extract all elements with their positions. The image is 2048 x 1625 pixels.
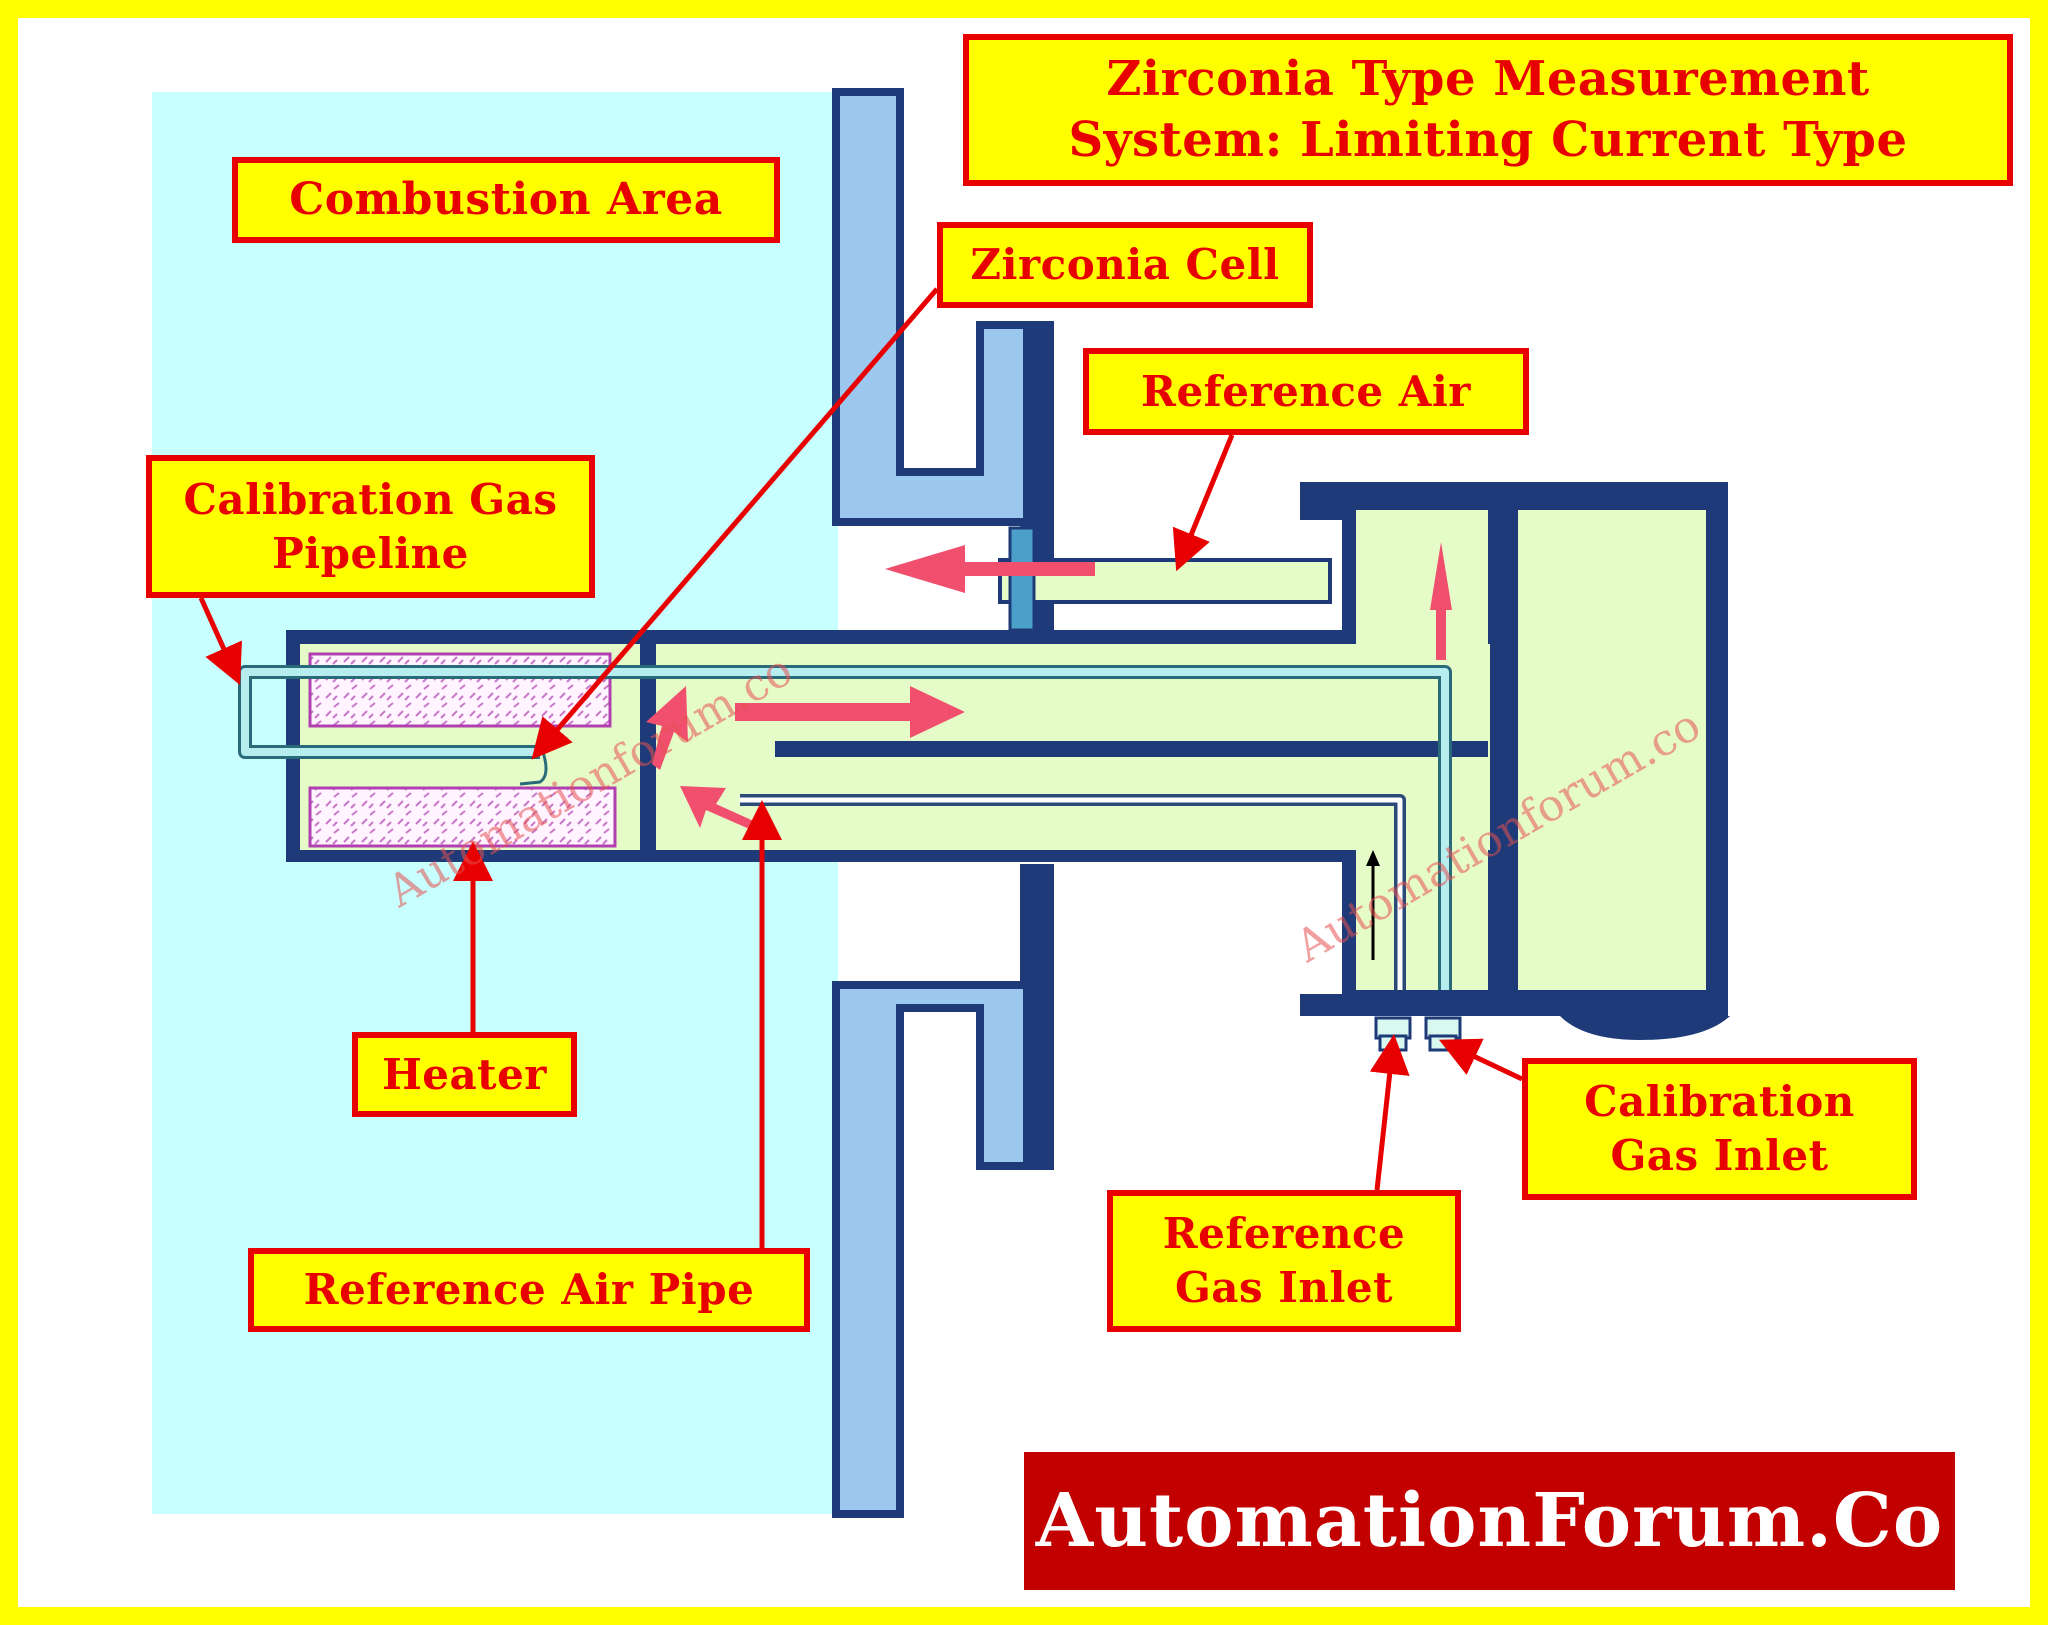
reference-air-pipe-label: Reference Air Pipe [248, 1248, 810, 1332]
furnace-wall-lower [832, 864, 1054, 1518]
calibration-gas-pipeline-label: Calibration Gas Pipeline [146, 455, 595, 598]
leader-lines [198, 287, 1524, 1248]
heater-lower [308, 786, 617, 848]
calibration-gas-pipe [241, 668, 1449, 990]
reference-air-flow-arrow [885, 545, 1095, 593]
cell-partition [640, 644, 656, 850]
box-foot [1560, 1016, 1730, 1040]
furnace-wall-upper [832, 88, 1054, 636]
reference-air-pipe [740, 797, 1403, 990]
reference-air-label: Reference Air [1083, 348, 1529, 435]
flange-lower [1023, 865, 1049, 1167]
title-box: Zirconia Type Measurement System: Limiti… [963, 34, 2013, 186]
forward-flow-arrow [735, 686, 965, 738]
combustion-area-label: Combustion Area [232, 157, 780, 243]
reference-gas-inlet-label: Reference Gas Inlet [1107, 1190, 1461, 1332]
reference-gas-inlet-leader [1369, 1034, 1410, 1191]
reference-gas-flow-head [1366, 850, 1380, 866]
zirconia-cell-label: Zirconia Cell [937, 222, 1313, 308]
title-line-2: System: Limiting Current Type [1068, 112, 1908, 168]
junction-box-right [1518, 510, 1706, 990]
box-divider [1490, 510, 1518, 990]
calibration-gas-inlet-leader [1438, 1038, 1524, 1082]
heater-label: Heater [352, 1032, 577, 1117]
cell-flow-arrow [646, 686, 688, 770]
inner-divider [775, 741, 1488, 757]
reference-air-leader [1172, 434, 1235, 572]
reference-air-port [1008, 526, 1036, 632]
calibration-pipeline-leader [198, 596, 242, 686]
title-line-1: Zirconia Type Measurement [1106, 50, 1870, 107]
zirconia-cell-leader [531, 287, 939, 760]
brand-banner: AutomationForum.Co [1024, 1452, 1955, 1590]
calibration-gas-inlet-label: Calibration Gas Inlet [1522, 1058, 1917, 1200]
heater-upper [308, 652, 612, 728]
upward-flow-arrow [1430, 542, 1452, 660]
